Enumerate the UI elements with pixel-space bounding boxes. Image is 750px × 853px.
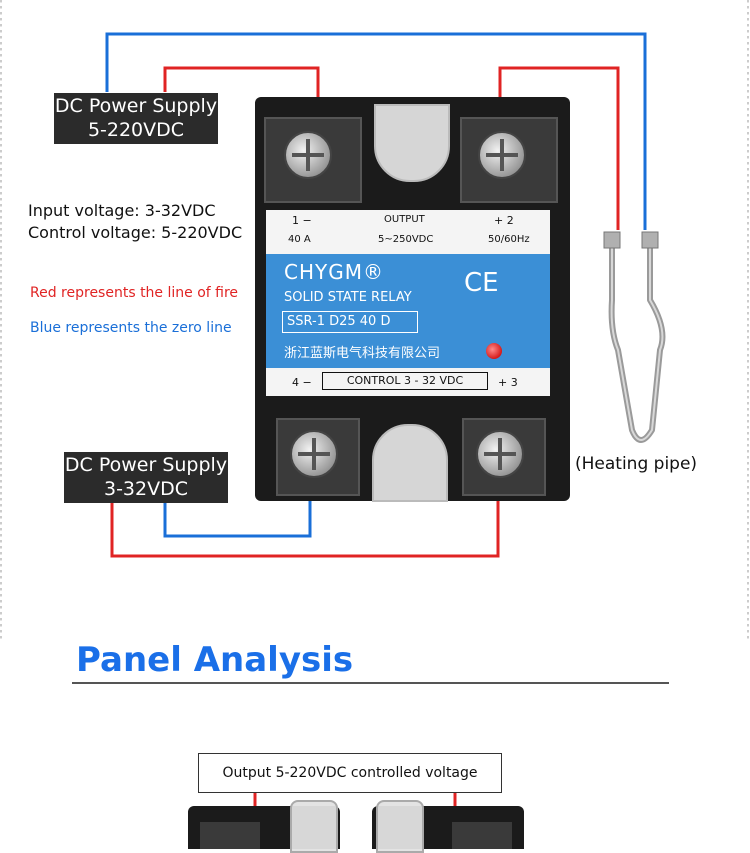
edge-guide-right bbox=[747, 0, 749, 640]
relay-label-panel: 1 − OUTPUT + 2 40 A 5~250VDC 50/60Hz CHY… bbox=[266, 210, 550, 396]
input-power-supply-line1: DC Power Supply bbox=[64, 454, 228, 476]
terminal-4-label: 4 − bbox=[292, 376, 312, 389]
heating-pipe-fitting-right bbox=[641, 231, 659, 249]
screw-terminal-2 bbox=[478, 131, 526, 179]
blue-wire-note: Blue represents the zero line bbox=[30, 320, 232, 336]
relay-type: SOLID STATE RELAY bbox=[284, 290, 412, 305]
section-divider bbox=[72, 682, 669, 684]
output-range-label: 5~250VDC bbox=[378, 234, 434, 245]
live-wire-top-right bbox=[498, 66, 620, 230]
panel-relay-right-cover bbox=[376, 800, 424, 853]
heating-pipe-label: (Heating pipe) bbox=[575, 454, 698, 474]
panel-relay-left-cover bbox=[290, 800, 338, 853]
edge-guide-left bbox=[0, 0, 2, 640]
current-rating-label: 40 A bbox=[288, 234, 311, 245]
terminal-1-label: 1 − bbox=[292, 214, 312, 227]
screw-terminal-1 bbox=[284, 131, 332, 179]
output-power-supply-line2: 5-220VDC bbox=[87, 119, 185, 141]
control-voltage-label: CONTROL 3 - 32 VDC bbox=[322, 372, 488, 390]
input-power-supply-line2: 3-32VDC bbox=[103, 478, 188, 500]
screw-terminal-4 bbox=[290, 430, 338, 478]
red-wire-note: Red represents the line of fire bbox=[30, 285, 239, 301]
relay-label-top-strip: 1 − OUTPUT + 2 40 A 5~250VDC 50/60Hz bbox=[266, 210, 550, 254]
ce-mark: CE bbox=[464, 268, 499, 298]
terminal-3-label: + 3 bbox=[498, 376, 518, 389]
relay-bottom-cover bbox=[372, 424, 448, 502]
live-wire-top-left bbox=[163, 66, 320, 115]
neutral-wire-top bbox=[105, 32, 647, 230]
neutral-wire-bottom bbox=[163, 500, 312, 538]
control-strip: 4 − CONTROL 3 - 32 VDC + 3 bbox=[266, 368, 550, 396]
panel-terminal-right bbox=[452, 822, 512, 849]
frequency-label: 50/60Hz bbox=[488, 234, 530, 245]
manufacturer-name: 浙江蓝斯电气科技有限公司 bbox=[284, 346, 441, 361]
output-voltage-box: Output 5-220VDC controlled voltage bbox=[198, 753, 502, 793]
control-voltage-note: Control voltage: 5-220VDC bbox=[28, 223, 243, 242]
input-power-supply-label: DC Power Supply 3-32VDC bbox=[64, 452, 228, 503]
model-number: SSR-1 D25 40 D bbox=[282, 311, 418, 333]
output-label: OUTPUT bbox=[384, 214, 425, 225]
output-power-supply-label: DC Power Supply 5-220VDC bbox=[54, 93, 218, 144]
terminal-2-label: + 2 bbox=[494, 214, 514, 227]
input-voltage-note: Input voltage: 3-32VDC bbox=[28, 201, 216, 220]
indicator-led bbox=[486, 343, 502, 359]
screw-terminal-3 bbox=[476, 430, 524, 478]
panel-terminal-left bbox=[200, 822, 260, 849]
output-power-supply-line1: DC Power Supply bbox=[54, 95, 218, 117]
relay-top-cover bbox=[374, 104, 450, 182]
section-title: Panel Analysis bbox=[76, 640, 354, 680]
brand-name: CHYGM® bbox=[284, 260, 384, 284]
heating-pipe-fitting-left bbox=[603, 231, 621, 249]
live-wire-bottom bbox=[110, 500, 500, 558]
voltage-notes: Input voltage: 3-32VDC Control voltage: … bbox=[28, 200, 242, 244]
